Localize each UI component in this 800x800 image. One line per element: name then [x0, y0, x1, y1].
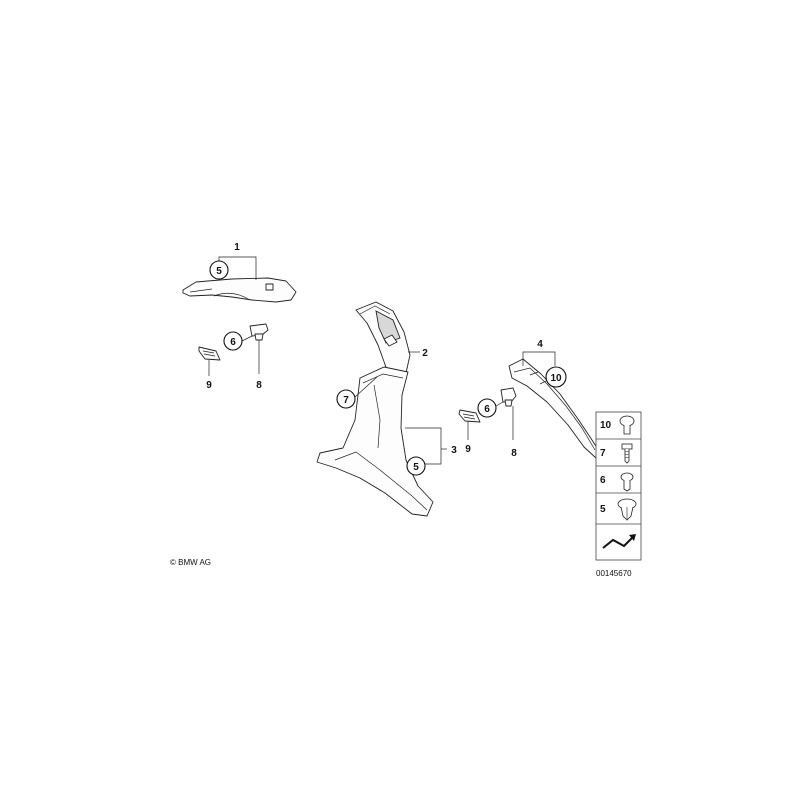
- legend-row-5: 5: [600, 498, 637, 521]
- callout-8-right: 8: [511, 406, 517, 459]
- svg-text:10: 10: [550, 373, 562, 384]
- callout-8-left: 8: [256, 340, 262, 391]
- callout-5-top: 5: [209, 260, 229, 280]
- svg-text:5: 5: [600, 504, 606, 515]
- badge-part-9-right: [458, 409, 481, 423]
- callout-6-top: 6: [223, 331, 253, 351]
- push-rivet-icon: [619, 415, 635, 435]
- svg-text:6: 6: [484, 404, 490, 415]
- svg-text:3: 3: [451, 445, 457, 456]
- diagram-number: 00145670: [596, 569, 632, 578]
- fastener-legend: 10 7 6 5: [595, 411, 642, 561]
- svg-text:2: 2: [422, 348, 428, 359]
- clip-part-6-left: [249, 323, 269, 341]
- svg-text:6: 6: [230, 337, 236, 348]
- svg-text:5: 5: [413, 462, 419, 473]
- callout-3: 3: [405, 427, 457, 465]
- callout-9-right: 9: [465, 421, 471, 455]
- svg-text:7: 7: [600, 448, 606, 459]
- svg-text:6: 6: [600, 475, 606, 486]
- svg-text:9: 9: [206, 380, 212, 391]
- svg-text:8: 8: [511, 448, 517, 459]
- callout-7-mid: 7: [336, 376, 378, 409]
- legend-row-6: 6: [600, 472, 634, 492]
- svg-text:1: 1: [234, 242, 240, 253]
- trim-panel-part-3: [316, 366, 434, 517]
- svg-text:8: 8: [256, 380, 262, 391]
- callout-9-left: 9: [206, 360, 212, 391]
- callout-2: 2: [408, 348, 428, 359]
- svg-text:7: 7: [343, 395, 349, 406]
- legend-row-10: 10: [600, 415, 635, 435]
- svg-text:4: 4: [537, 339, 543, 350]
- callout-10-right: 10: [545, 366, 567, 388]
- copyright-text: © BMW AG: [170, 558, 211, 567]
- legend-row-7: 7: [600, 443, 633, 464]
- svg-text:5: 5: [216, 266, 222, 277]
- trim-panel-part-1: [182, 277, 297, 303]
- expanding-clip-icon: [617, 498, 637, 521]
- trim-panel-part-2: [355, 301, 411, 374]
- section-symbol-icon: [602, 534, 636, 549]
- badge-part-9-left: [198, 346, 221, 361]
- clip-part-6-right: [500, 387, 517, 407]
- callout-5-mid: 5: [406, 456, 426, 476]
- svg-text:10: 10: [600, 420, 612, 431]
- callout-1: 1: [218, 242, 257, 280]
- callout-4: 4: [522, 339, 556, 366]
- svg-text:9: 9: [465, 444, 471, 455]
- callout-6-right: 6: [477, 398, 504, 418]
- flange-screw-icon: [620, 472, 634, 492]
- screw-icon: [621, 443, 633, 464]
